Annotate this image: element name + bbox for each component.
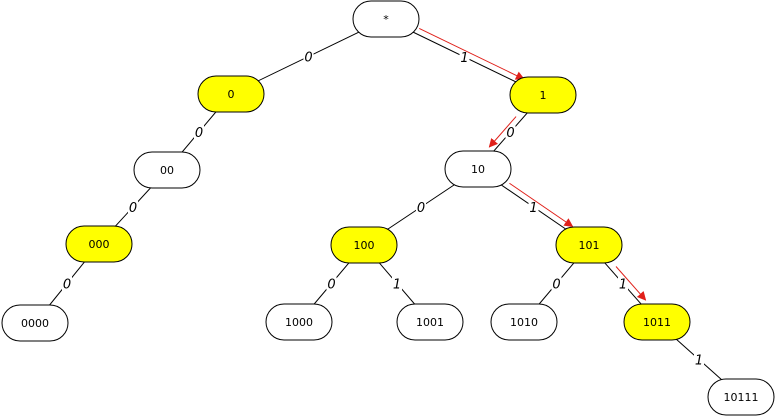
edge-label: 0 — [327, 278, 335, 293]
edge-label-background — [128, 199, 138, 214]
edge-label: 0 — [129, 201, 137, 216]
edge-label: 1 — [460, 51, 468, 66]
node-shape — [352, 0, 420, 38]
node-label: 10 — [471, 163, 485, 176]
edge-label-background — [194, 124, 204, 139]
node-label: 0 — [228, 88, 235, 101]
node-label: 100 — [354, 239, 375, 252]
node-*: * — [352, 0, 420, 38]
node-shape — [396, 303, 464, 341]
path-arrow-n1-n10 — [488, 116, 517, 148]
node-1: 1 — [509, 76, 577, 114]
node-10: 10 — [444, 150, 512, 188]
edge-label: 1 — [529, 201, 537, 216]
node-shape — [444, 150, 512, 188]
edge-label-background — [551, 275, 562, 291]
edge-label-background — [459, 49, 470, 64]
node-shape — [133, 151, 201, 189]
node-1011: 1011 — [623, 303, 691, 341]
node-101: 101 — [555, 226, 623, 264]
edge-label-background — [416, 199, 426, 214]
edge-label-background — [694, 351, 704, 367]
node-label: 1001 — [416, 316, 444, 329]
node-000: 000 — [65, 225, 133, 263]
edge-label: 0 — [63, 278, 71, 293]
path-arrow-root-n1 — [418, 27, 525, 80]
node-label: 1000 — [285, 316, 313, 329]
edge-label-background — [618, 275, 628, 291]
node-shape — [707, 378, 775, 416]
edge-label-background — [505, 124, 516, 139]
node-0: 0 — [197, 75, 265, 113]
edges-layer — [34, 18, 742, 398]
path-arrow-n10-n101 — [509, 182, 574, 227]
node-1010: 1010 — [490, 303, 558, 341]
node-100: 100 — [330, 226, 398, 264]
edge-label: 0 — [417, 201, 425, 216]
node-label: 1010 — [510, 316, 538, 329]
node-shape — [330, 226, 398, 264]
edge-label-background — [528, 199, 539, 214]
edge-label: 1 — [393, 278, 401, 293]
node-10111: 10111 — [707, 378, 775, 416]
node-1001: 1001 — [396, 303, 464, 341]
node-label: 00 — [160, 164, 174, 177]
edge-label-background — [392, 275, 402, 291]
node-label: 000 — [89, 238, 110, 251]
path-arrows-layer — [418, 27, 647, 301]
node-label: 101 — [579, 239, 600, 252]
node-label: 1011 — [643, 316, 671, 329]
node-shape — [1, 304, 69, 342]
node-shape — [65, 225, 133, 263]
node-shape — [265, 303, 333, 341]
edge-label: 0 — [506, 126, 514, 141]
edge-label: 1 — [695, 354, 703, 369]
edge-label-background — [303, 48, 314, 64]
node-shape — [509, 76, 577, 114]
node-shape — [623, 303, 691, 341]
path-arrow-n101-n1011 — [615, 266, 647, 301]
node-1000: 1000 — [265, 303, 333, 341]
edge-label: 0 — [195, 126, 203, 141]
node-00: 00 — [133, 151, 201, 189]
edge-label: 0 — [552, 278, 560, 293]
edge-label: 1 — [619, 278, 627, 293]
edge-label-background — [62, 275, 72, 291]
node-0000: 0000 — [1, 304, 69, 342]
node-shape — [197, 75, 265, 113]
node-label: 10111 — [724, 391, 759, 404]
edge-label: 0 — [304, 51, 312, 66]
node-shape — [555, 226, 623, 264]
node-label: 1 — [540, 89, 547, 102]
node-label: 0000 — [21, 317, 49, 330]
node-label: * — [383, 13, 389, 26]
edge-label-background — [326, 275, 337, 291]
node-shape — [490, 303, 558, 341]
